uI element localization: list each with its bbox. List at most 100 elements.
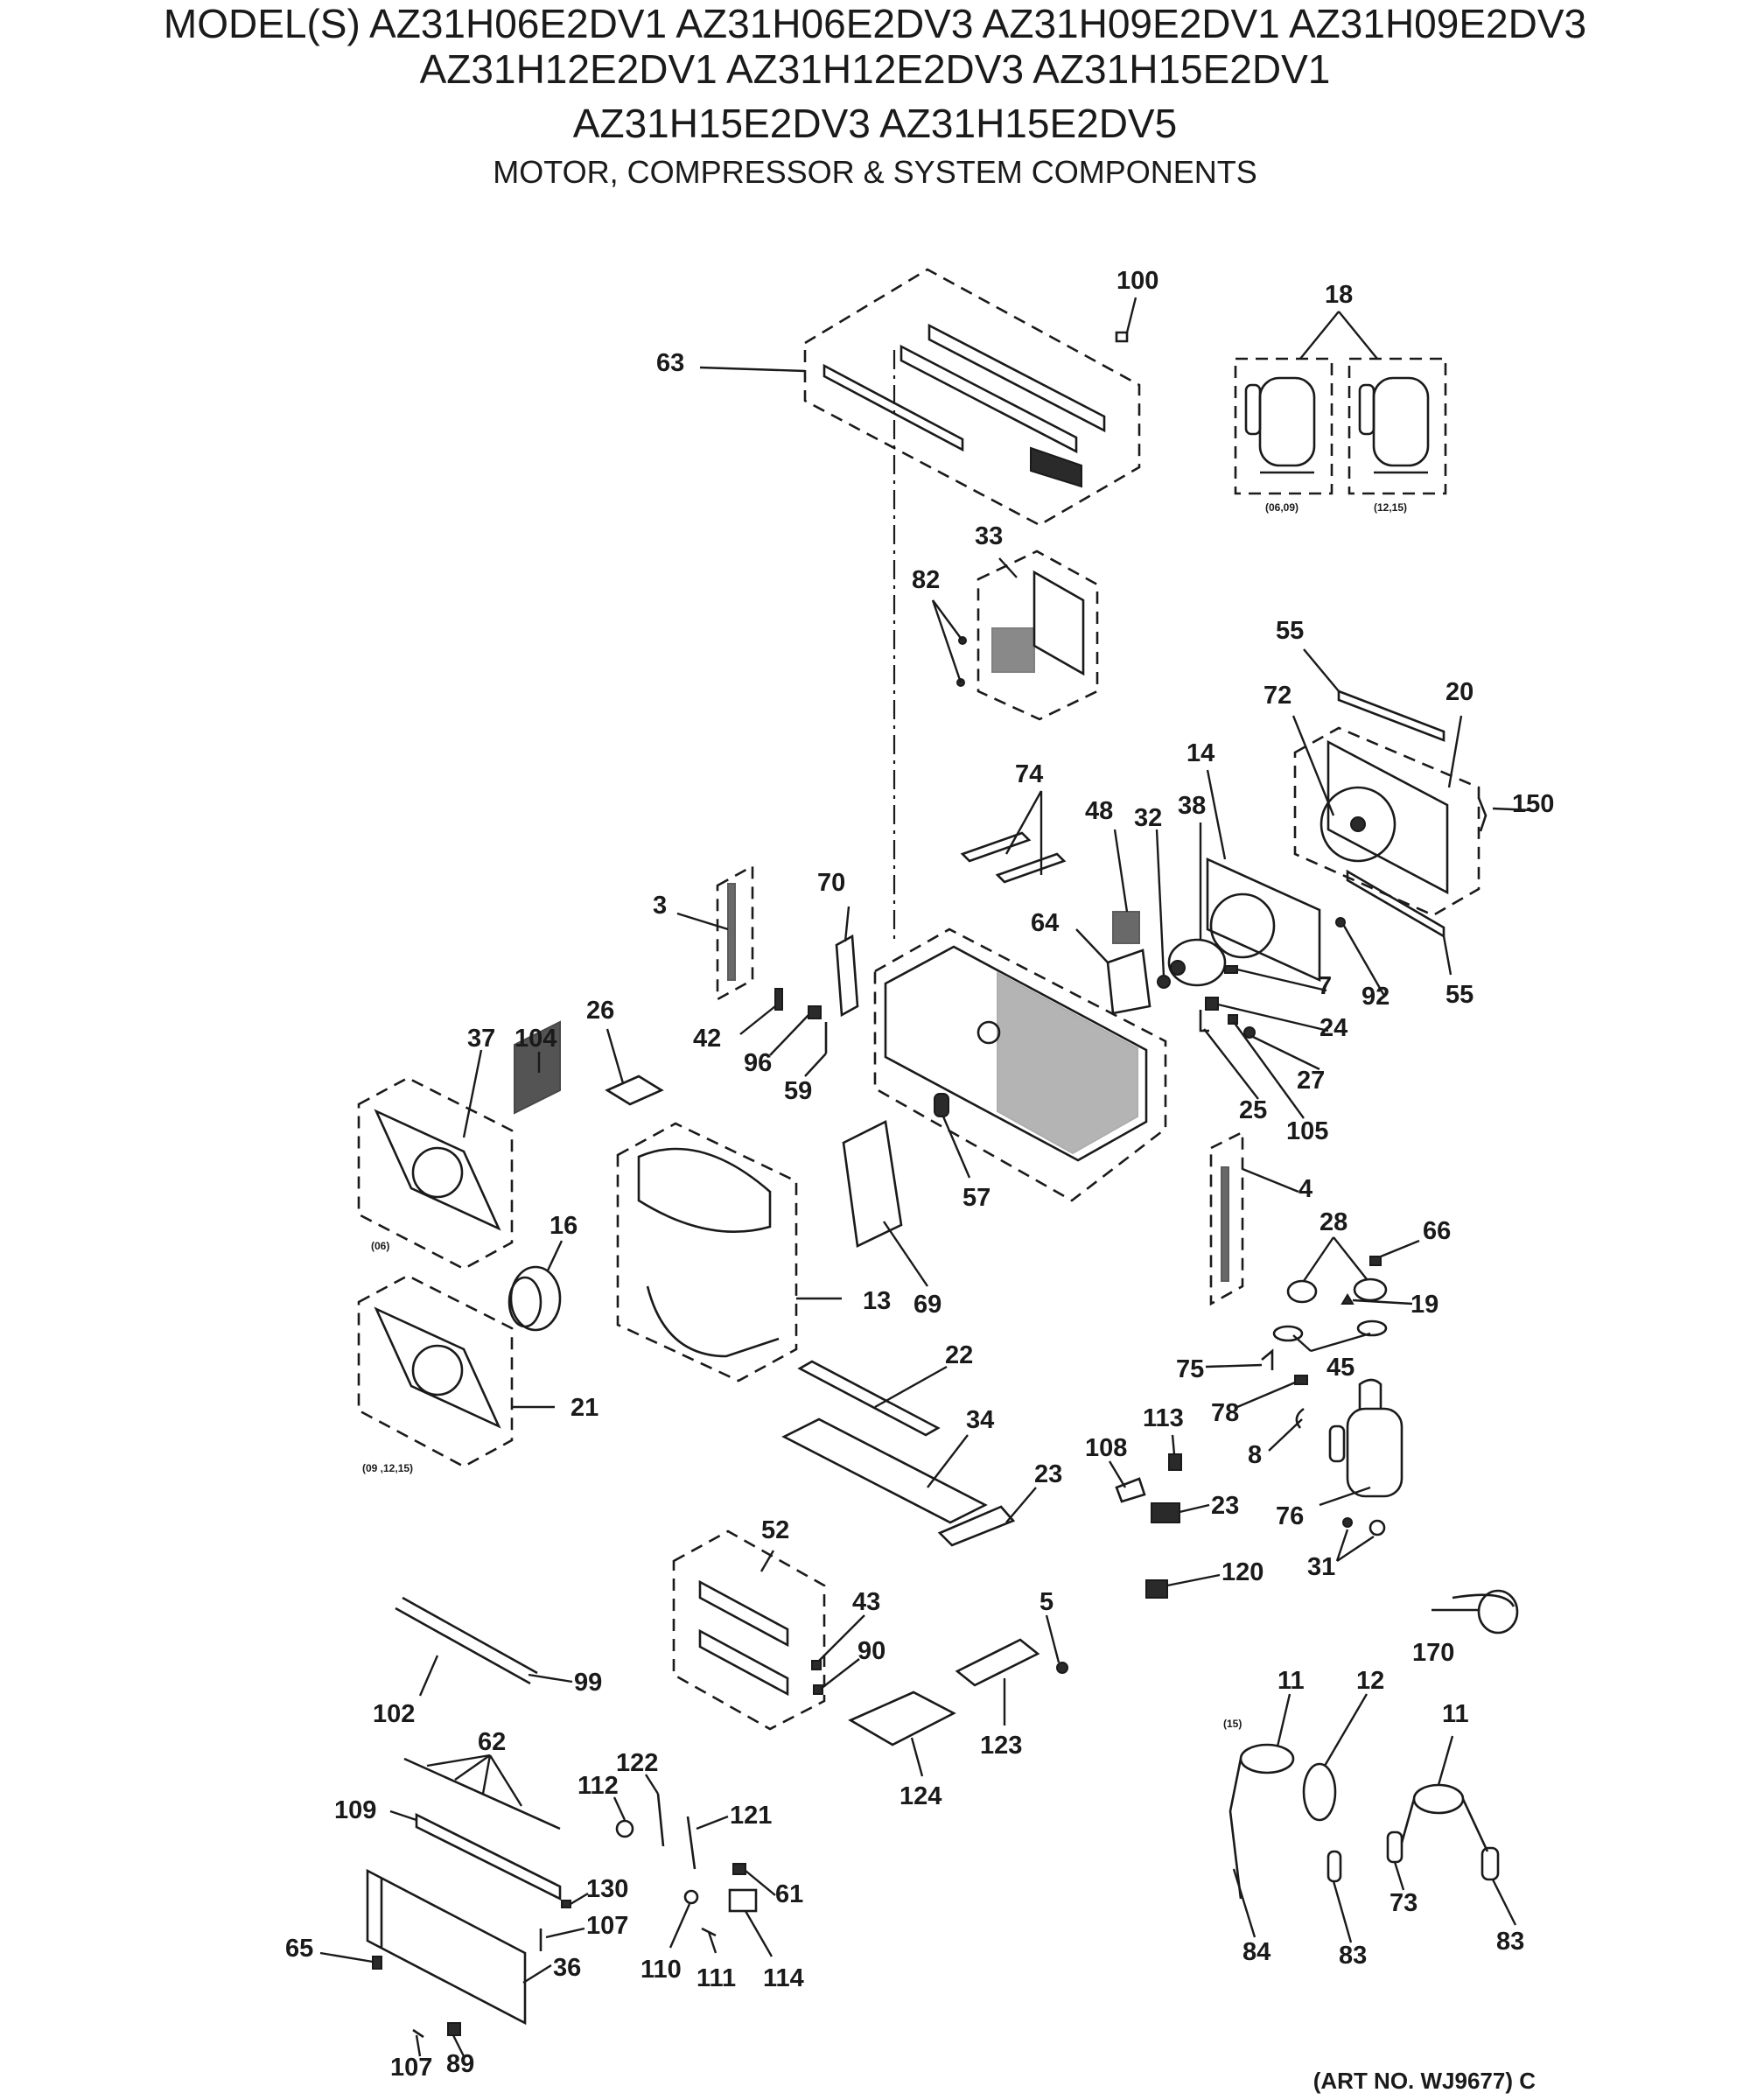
part-113-switch (1168, 1453, 1182, 1471)
callout-11-right: 11 (1442, 1700, 1469, 1728)
part-120-relay (1145, 1579, 1168, 1599)
group-outline-compressor-b (1348, 357, 1447, 495)
part-34-base-pan (781, 1418, 988, 1524)
group-outline-compressor-a (1234, 357, 1334, 495)
callout-107-top: 107 (586, 1912, 628, 1940)
callout-70: 70 (817, 869, 845, 897)
callout-123: 123 (980, 1732, 1022, 1760)
callout-96: 96 (744, 1049, 772, 1077)
part-123-bracket (955, 1638, 1040, 1687)
part-18-compressor-a (1244, 376, 1316, 474)
callout-82: 82 (912, 566, 940, 594)
callout-62: 62 (478, 1728, 506, 1756)
callout-32: 32 (1134, 804, 1162, 832)
callout-130: 130 (586, 1875, 628, 1903)
callout-36: 36 (553, 1954, 581, 1982)
callout-100: 100 (1116, 267, 1158, 295)
art-number: (ART NO. WJ9677) C (1312, 2068, 1536, 2094)
callout-13: 13 (863, 1287, 891, 1315)
callout-150: 150 (1512, 790, 1554, 818)
callout-33: 33 (975, 522, 1003, 550)
callout-66: 66 (1423, 1217, 1451, 1245)
callout-12: 12 (1356, 1667, 1384, 1695)
part-61-item (732, 1863, 746, 1875)
callout-24: 24 (1320, 1014, 1348, 1042)
group-outline-20 (1293, 726, 1480, 917)
model-list-line-2: AZ31H12E2DV1 AZ31H12E2DV3 AZ31H15E2DV1 (419, 46, 1331, 92)
callout-102: 102 (373, 1700, 415, 1728)
callout-110: 110 (640, 1956, 682, 1984)
callout-59: 59 (784, 1077, 812, 1105)
part-7-clip (1224, 965, 1238, 974)
part-66-nut (1369, 1256, 1382, 1266)
callout-73: 73 (1390, 1889, 1418, 1917)
callout-28: 28 (1320, 1208, 1348, 1236)
part-28-terminal-covers (1286, 1278, 1388, 1304)
part-25-bracket (1199, 1010, 1209, 1032)
callout-52: 52 (761, 1516, 789, 1544)
callout-21: 21 (570, 1394, 598, 1422)
part-14-fan-shroud (1206, 857, 1321, 983)
callout-61: 61 (775, 1880, 803, 1908)
callout-105: 105 (1286, 1117, 1328, 1145)
callout-99: 99 (574, 1669, 602, 1697)
callout-83-left: 83 (1339, 1942, 1367, 1970)
callout-114: 114 (763, 1964, 804, 1992)
note-compressor-12-15: (12,15) (1374, 501, 1407, 514)
callout-120: 120 (1222, 1558, 1264, 1586)
part-75-clip (1261, 1348, 1274, 1370)
part-105-item (1228, 1014, 1238, 1025)
callout-109: 109 (334, 1796, 376, 1824)
callout-104: 104 (514, 1025, 556, 1053)
callout-38: 38 (1178, 792, 1206, 820)
part-100-clip (1115, 331, 1129, 343)
part-170-tubing (1452, 1589, 1519, 1634)
part-8-tube (1295, 1407, 1305, 1429)
callout-25: 25 (1239, 1096, 1267, 1124)
part-chassis-base (884, 945, 1148, 1162)
part-108-bracket (1115, 1477, 1146, 1503)
group-outline-63 (803, 268, 1141, 527)
model-list-line-1: MODEL(S) AZ31H06E2DV1 AZ31H06E2DV3 AZ31H… (163, 1, 1587, 46)
callouts: 100 18 63 33 82 55 72 20 150 74 14 48 32… (285, 267, 1554, 2082)
callout-170: 170 (1412, 1639, 1454, 1667)
callout-112: 112 (578, 1772, 619, 1800)
part-33-panel (991, 570, 1085, 676)
part-23-drain-pan (937, 1505, 1016, 1547)
part-64-bracket (1106, 948, 1152, 1015)
part-65-clip (372, 1956, 382, 1970)
part-24-relay (1205, 997, 1219, 1011)
callout-65: 65 (285, 1935, 313, 1963)
part-109-strip (415, 1812, 562, 1901)
note-compressor-06-09: (06,09) (1265, 501, 1298, 514)
part-96-relay (808, 1005, 822, 1019)
callout-18: 18 (1325, 281, 1353, 309)
callout-84: 84 (1242, 1938, 1270, 1966)
callout-3: 3 (653, 892, 667, 920)
part-104-filter (514, 1020, 561, 1115)
callout-92: 92 (1362, 983, 1390, 1011)
callout-20: 20 (1446, 678, 1474, 706)
leader-lines (319, 297, 1534, 2057)
callout-8: 8 (1248, 1441, 1262, 1469)
part-23-capacitor-bracket (1151, 1502, 1180, 1523)
part-124-bracket (848, 1690, 956, 1746)
callout-11-left: 11 (1278, 1667, 1305, 1695)
part-19-gasket (1340, 1293, 1354, 1305)
part-78-item (1294, 1375, 1308, 1385)
callout-69: 69 (914, 1291, 942, 1319)
group-outline-21 (357, 1274, 514, 1468)
part-18-compressor-b (1358, 376, 1430, 474)
callout-76: 76 (1276, 1502, 1304, 1530)
note-housing-06: (06) (371, 1240, 389, 1252)
group-outline-3 (716, 864, 754, 1002)
part-3-panel (727, 883, 736, 981)
callout-4: 4 (1298, 1175, 1312, 1203)
part-74-brackets (960, 831, 1067, 884)
part-37-blower-housing (374, 1109, 501, 1231)
part-150-sensor (1477, 797, 1488, 832)
callout-55-top: 55 (1276, 617, 1304, 645)
part-63-rails (822, 323, 1106, 488)
part-27-washer (1243, 1026, 1256, 1039)
model-list-line-3: AZ31H15E2DV3 AZ31H15E2DV5 (572, 101, 1178, 146)
